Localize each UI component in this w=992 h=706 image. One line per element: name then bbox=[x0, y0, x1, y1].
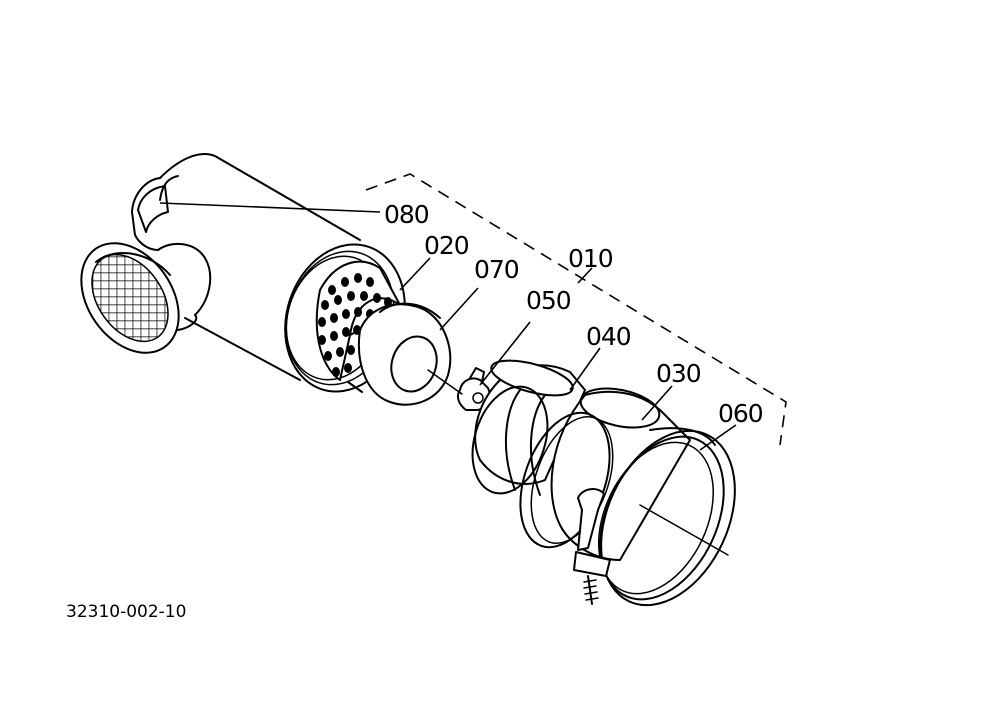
part-label-040: 040 bbox=[586, 322, 631, 351]
part-label-050: 050 bbox=[526, 286, 571, 315]
leader-lines bbox=[159, 202, 737, 451]
part-label-030: 030 bbox=[656, 359, 701, 388]
part-label-080: 080 bbox=[384, 200, 429, 229]
part-label-010: 010 bbox=[568, 244, 613, 273]
figure-code: 32310-002-10 bbox=[66, 602, 187, 622]
label-tag-080 bbox=[137, 185, 169, 233]
center-axis bbox=[427, 369, 729, 556]
air-cleaner-body bbox=[131, 153, 361, 381]
assembly-bracket-010 bbox=[365, 173, 787, 446]
clamp-bolt bbox=[573, 488, 611, 605]
dust-cup bbox=[471, 359, 586, 496]
element-end-cap bbox=[347, 302, 452, 406]
intake-cap-mesh bbox=[80, 242, 180, 354]
part-label-070: 070 bbox=[474, 255, 519, 284]
part-label-020: 020 bbox=[424, 231, 469, 260]
part-label-060: 060 bbox=[718, 399, 763, 428]
